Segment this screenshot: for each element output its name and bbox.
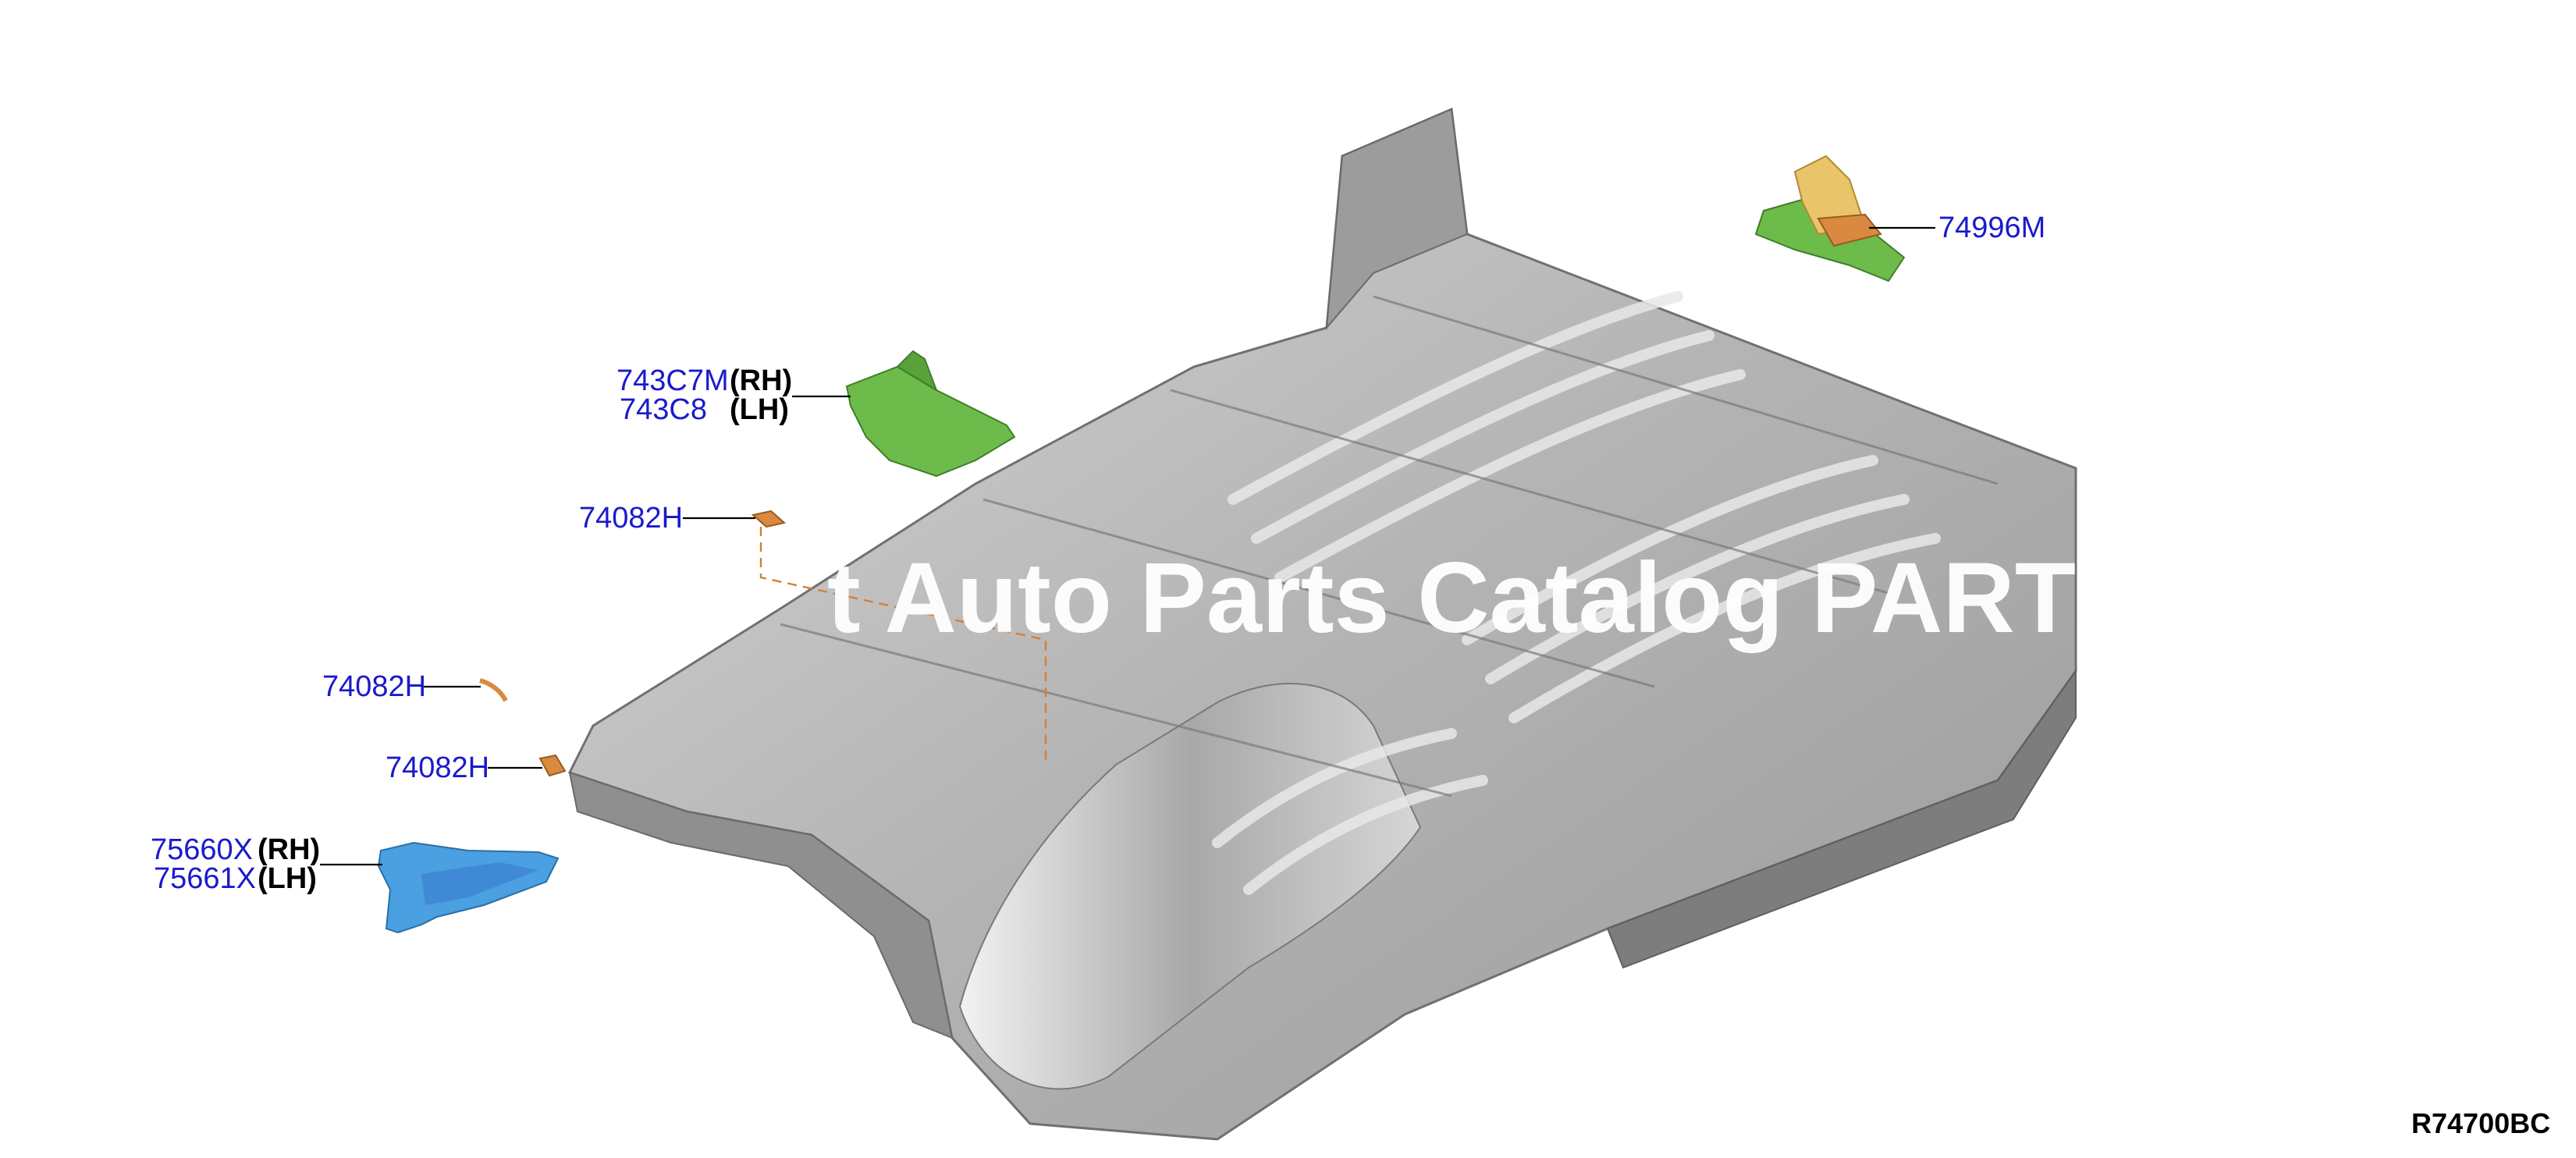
floor-side-sill [1606,668,2077,969]
floor-ribs [1212,291,1941,895]
bracket-75660x-75661x [377,841,560,934]
floor-panel-assembly [567,107,2077,1141]
dashed-reference-line [759,527,1047,765]
patch-74082h-lower [538,754,567,777]
bracket-74996m [1754,155,1906,282]
callout-75661x[interactable]: 75661X [154,862,256,895]
diagram-reference-code: R74700BC [2411,1107,2550,1139]
watermark-text: t Auto Parts Catalog PARTST [827,542,2204,654]
floor-rear-wall [1325,108,1469,331]
bracket-743c7m-743c8 [845,350,1016,478]
callout-74082h-middle[interactable]: 74082H [322,670,426,703]
callout-74996m[interactable]: 74996M [1938,211,2045,244]
patch-74082h-upper [751,510,787,528]
callout-75661x-side: (LH) [258,862,317,895]
callout-743c8[interactable]: 743C8 [620,393,707,426]
floor-front-flange [568,771,954,1039]
floor-panel [567,107,2077,1141]
callout-74082h-lower[interactable]: 74082H [386,751,489,784]
callout-74082h-upper[interactable]: 74082H [579,502,683,535]
floor-crossmembers [780,295,1999,797]
callout-75660x[interactable]: 75660X [151,833,253,866]
callout-75660x-side: (RH) [258,833,320,866]
callout-743c7m[interactable]: 743C7M [616,364,729,397]
callout-743c7m-side: (RH) [730,364,792,397]
callout-743c8-side: (LH) [730,393,789,426]
patch-74082h-middle [479,678,508,702]
